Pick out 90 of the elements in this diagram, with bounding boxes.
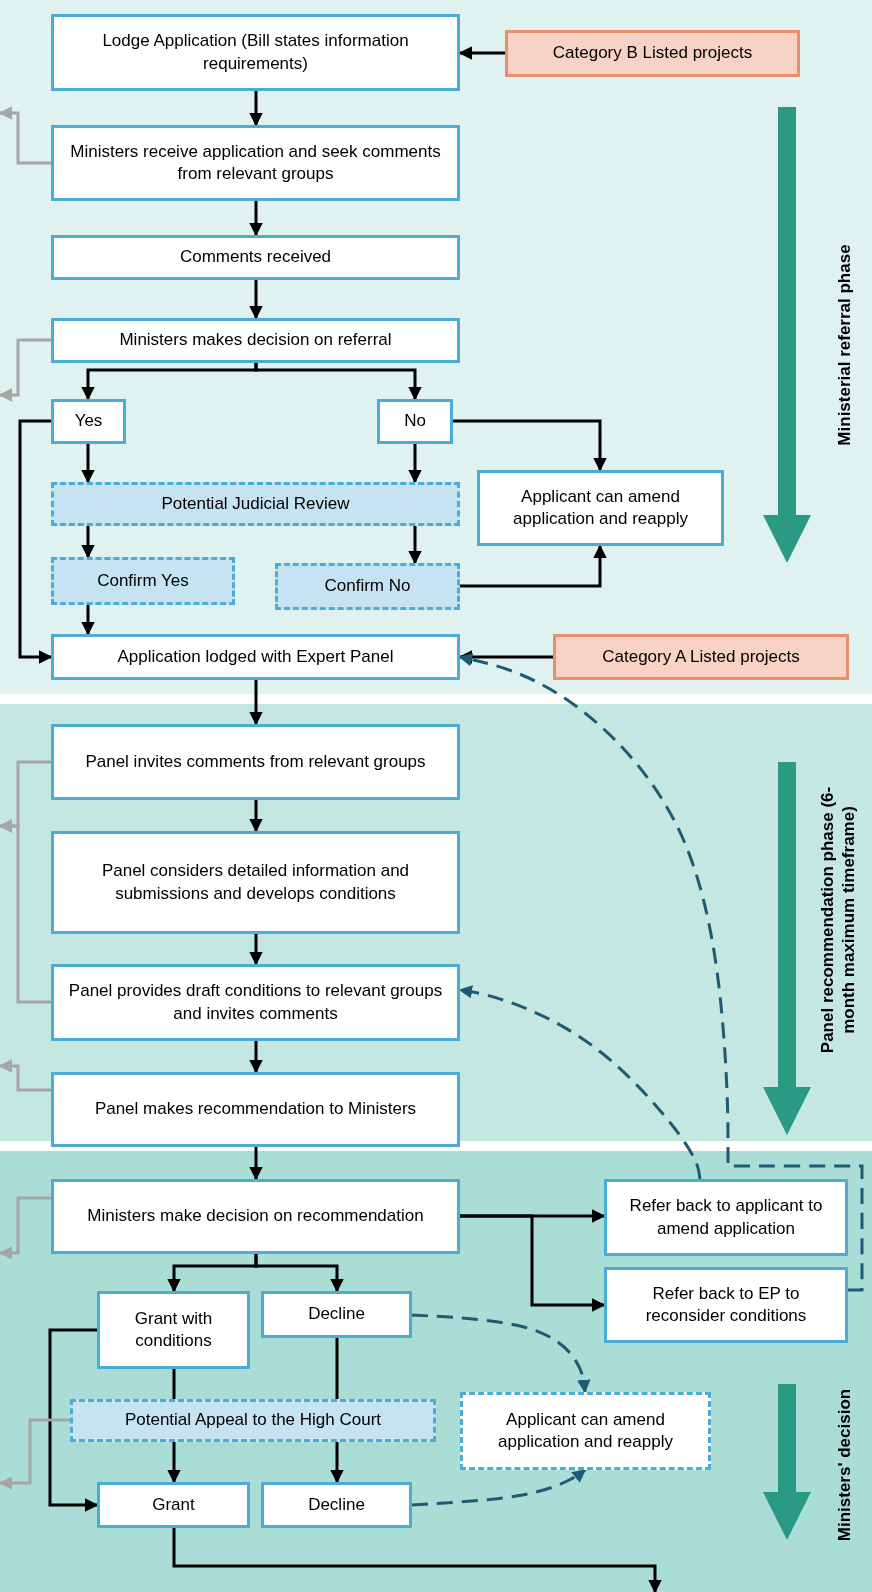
box-text: Applicant can amend application and reapply <box>497 1408 674 1453</box>
box-text: Panel considers detailed information and submissions and develops conditions <box>100 860 411 905</box>
arrow <box>453 419 607 472</box>
box-text: Potential Judicial Review <box>161 492 350 515</box>
process-box <box>261 1291 412 1338</box>
phase-label: Panel recommendation phase (6-month maximum timeframe) <box>816 785 859 1055</box>
arrow <box>81 526 95 559</box>
connector-line <box>172 1369 176 1399</box>
box-text: Yes <box>74 410 103 433</box>
arrow <box>48 1328 99 1512</box>
review-box <box>70 1399 436 1442</box>
box-text: Grant <box>152 1493 195 1516</box>
box-text: No <box>404 410 426 433</box>
arrow <box>18 419 53 664</box>
input-box <box>553 634 849 680</box>
dashed-arrow <box>411 1468 587 1507</box>
box-text: Decline <box>308 1493 365 1516</box>
box-text: Confirm Yes <box>97 569 189 592</box>
box-text: Applicant can amend application and reapply <box>512 485 689 530</box>
process-box <box>51 318 460 363</box>
box-text: Lodge Application (Bill states information requirements) <box>101 30 410 75</box>
arrow <box>249 1041 263 1074</box>
outcome-box <box>460 1392 711 1470</box>
arrow <box>408 526 422 565</box>
arrow <box>249 1147 263 1181</box>
box-text: Category A Listed projects <box>602 645 800 668</box>
box-text: Application lodged with Expert Panel <box>117 645 394 668</box>
review-box <box>51 482 460 526</box>
arrow <box>460 1214 606 1312</box>
arrow <box>0 1418 70 1490</box>
box-text: Grant with conditions <box>133 1307 214 1352</box>
arrow <box>0 1196 51 1260</box>
process-box <box>604 1267 848 1343</box>
box-text: Ministers makes decision on referral <box>119 329 392 352</box>
arrow <box>81 444 95 484</box>
process-box <box>51 634 460 680</box>
box-text: Panel invites comments from relevant groups <box>85 750 426 773</box>
connector-line <box>335 1338 339 1399</box>
process-box <box>51 1179 460 1254</box>
arrow <box>249 201 263 237</box>
box-text: Category B Listed projects <box>552 42 753 65</box>
arrow <box>0 1059 51 1092</box>
dashed-arrow <box>411 1313 591 1394</box>
phase-label: Ministerial referral phase <box>834 244 856 446</box>
arrow <box>249 680 263 726</box>
dashed-arrow <box>458 985 702 1180</box>
process-box <box>51 14 460 91</box>
process-box <box>261 1482 412 1528</box>
arrow <box>254 363 422 401</box>
process-box <box>51 964 460 1041</box>
arrow <box>254 1254 344 1293</box>
process-box <box>604 1179 848 1256</box>
review-box <box>275 563 460 610</box>
process-box <box>51 724 460 800</box>
arrow <box>249 934 263 966</box>
process-box <box>51 125 460 201</box>
box-text: Refer back to applicant to amend application <box>628 1195 824 1240</box>
arrow <box>172 1528 662 1592</box>
box-text: Ministers make decision on recommendation <box>87 1205 424 1228</box>
arrow <box>408 444 422 484</box>
process-box <box>51 831 460 934</box>
process-box <box>97 1291 250 1369</box>
arrow <box>0 819 51 1004</box>
box-text: Panel makes recommendation to Ministers <box>94 1098 417 1121</box>
process-box <box>51 1072 460 1147</box>
arrow <box>249 91 263 127</box>
box-text: Confirm No <box>324 575 411 598</box>
input-box <box>505 30 800 77</box>
arrow <box>249 280 263 320</box>
process-box <box>51 399 126 444</box>
phase-label: Ministers' decision <box>834 1388 856 1542</box>
arrow <box>460 544 607 588</box>
box-text: Refer back to EP to reconsider conditions <box>644 1282 808 1327</box>
box-text: Decline <box>308 1303 365 1326</box>
arrow <box>167 1442 181 1484</box>
arrow <box>330 1442 344 1484</box>
process-box <box>377 399 453 444</box>
box-text: Comments received <box>179 246 332 269</box>
box-text: Panel provides draft conditions to relevant groups and invites comments <box>67 980 444 1025</box>
box-text: Ministers receive application and seek comments from relevant groups <box>69 140 442 185</box>
review-box <box>51 557 235 605</box>
arrow <box>0 338 51 402</box>
arrow <box>81 605 95 636</box>
arrow <box>249 800 263 833</box>
process-box <box>477 470 724 546</box>
process-box <box>97 1482 250 1528</box>
arrow <box>458 46 505 60</box>
box-text: Potential Appeal to the High Court <box>124 1409 382 1432</box>
process-box <box>51 235 460 280</box>
arrow <box>0 106 51 165</box>
